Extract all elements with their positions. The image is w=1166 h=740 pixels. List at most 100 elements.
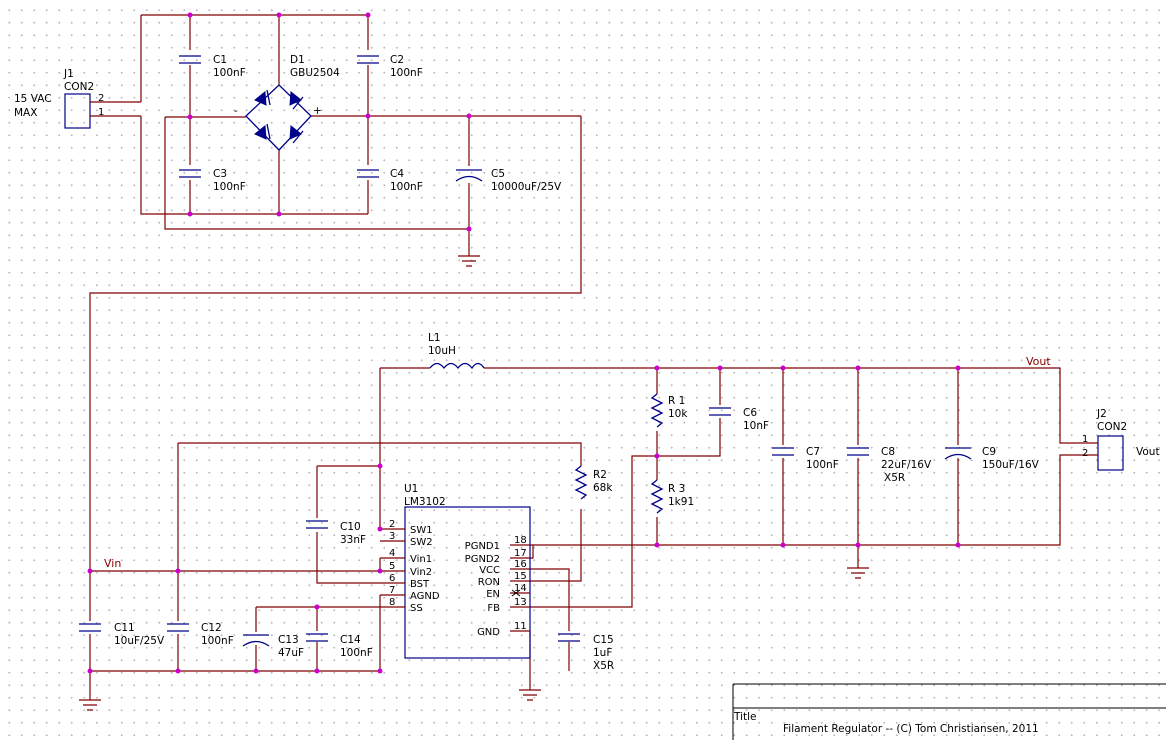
c1-value: 100nF xyxy=(213,67,246,79)
j2-pin2: 2 xyxy=(1082,448,1088,459)
r3-ref: R 3 xyxy=(668,483,685,495)
l1-ref: L1 xyxy=(428,332,441,344)
connector-j2 xyxy=(1097,435,1124,471)
j1-ref: J1 xyxy=(63,68,74,80)
c6-ref: C6 xyxy=(743,407,757,419)
u1-pin-name: BST xyxy=(410,579,430,590)
j2-pin1: 1 xyxy=(1082,434,1088,445)
d1-minus: - xyxy=(234,105,238,117)
c8-value: 22uF/16V xyxy=(881,459,932,471)
u1-pin-name: VCC xyxy=(479,565,500,576)
c8-note: X5R xyxy=(884,472,905,484)
ac-input-label-2: MAX xyxy=(14,107,37,119)
title-block xyxy=(732,683,1166,740)
l1-value: 10uH xyxy=(428,345,456,357)
junction-dots xyxy=(87,12,961,674)
u1-pin-number: 18 xyxy=(514,535,527,546)
r3-value: 1k91 xyxy=(668,496,694,508)
u1-pin-number: 16 xyxy=(514,559,527,570)
u1-pin-number: 3 xyxy=(389,531,395,542)
c2-ref: C2 xyxy=(390,54,404,66)
c1-ref: C1 xyxy=(213,54,227,66)
polarized-capacitors xyxy=(242,169,972,647)
c15-ref: C15 xyxy=(593,634,614,646)
u1-pin-name: SW1 xyxy=(410,525,433,536)
c14-ref: C14 xyxy=(340,634,361,646)
u1-pin-number: 4 xyxy=(389,548,395,559)
r2-value: 68k xyxy=(593,482,613,494)
u1-pin-name: Vin1 xyxy=(410,554,432,565)
c2-value: 100nF xyxy=(390,67,423,79)
net-vout: Vout xyxy=(1026,355,1051,368)
r1-value: 10k xyxy=(668,408,688,420)
u1-pin-number: 15 xyxy=(514,571,527,582)
j2-vout-label: Vout xyxy=(1136,446,1160,458)
c8-ref: C8 xyxy=(881,446,895,458)
bridge-rectifier-d1 xyxy=(245,84,312,151)
labels: 15 VAC MAX J1 CON2 2 1 C1 100nF D1 GBU25… xyxy=(14,54,1160,735)
c13-value: 47uF xyxy=(278,647,304,659)
c3-ref: C3 xyxy=(213,168,227,180)
u1-pin-name: AGND xyxy=(410,591,440,602)
j1-value: CON2 xyxy=(64,81,94,93)
c10-value: 33nF xyxy=(340,534,366,546)
r1-ref: R 1 xyxy=(668,395,685,407)
u1-ref: U1 xyxy=(404,483,418,495)
c9-ref: C9 xyxy=(982,446,996,458)
c11-value: 10uF/25V xyxy=(114,635,165,647)
j1-pin2: 2 xyxy=(98,93,104,104)
u1-pin-number: 5 xyxy=(389,561,395,572)
u1-pin-name: RON xyxy=(478,577,500,588)
title-label: Title xyxy=(733,711,757,723)
u1-pin-name: Vin2 xyxy=(410,567,432,578)
c13-ref: C13 xyxy=(278,634,299,646)
c7-ref: C7 xyxy=(806,446,820,458)
wires xyxy=(89,14,1080,700)
u1-pin-number: 6 xyxy=(389,573,395,584)
c12-ref: C12 xyxy=(201,622,222,634)
capacitors xyxy=(79,55,869,642)
c10-ref: C10 xyxy=(340,521,361,533)
inductor-l1 xyxy=(429,362,485,370)
ic-u1-pins: 2SW13SW24Vin15Vin26BST7AGND8SS18PGND117P… xyxy=(389,519,527,638)
c4-value: 100nF xyxy=(390,181,423,193)
c3-value: 100nF xyxy=(213,181,246,193)
u1-pin-name: SS xyxy=(410,603,423,614)
title-text: Filament Regulator -- (C) Tom Christians… xyxy=(783,723,1039,735)
d1-ref: D1 xyxy=(290,54,305,66)
u1-pin-number: 14 xyxy=(514,583,527,594)
u1-pin-name: PGND2 xyxy=(465,554,500,565)
u1-pin-number: 2 xyxy=(389,519,395,530)
c15-value: 1uF xyxy=(593,647,612,659)
resistors xyxy=(574,393,664,514)
u1-pin-name: EN xyxy=(486,589,500,600)
c9-value: 150uF/16V xyxy=(982,459,1040,471)
u1-pin-number: 11 xyxy=(514,621,527,632)
ac-input-label: 15 VAC xyxy=(14,93,52,105)
c14-value: 100nF xyxy=(340,647,373,659)
j1-pin1: 1 xyxy=(98,107,104,118)
d1-value: GBU2504 xyxy=(290,67,340,79)
c15-note: X5R xyxy=(593,660,614,672)
c5-value: 10000uF/25V xyxy=(491,181,562,193)
u1-pin-number: 13 xyxy=(514,597,527,608)
j2-value: CON2 xyxy=(1097,421,1127,433)
u1-pin-name: GND xyxy=(477,627,500,638)
u1-pin-number: 7 xyxy=(389,585,395,596)
c4-ref: C4 xyxy=(390,168,404,180)
j2-ref: J2 xyxy=(1096,408,1107,420)
u1-pin-name: FB xyxy=(487,603,500,614)
u1-pin-name: PGND1 xyxy=(465,541,500,552)
u1-pin-number: 17 xyxy=(514,548,527,559)
c6-value: 10nF xyxy=(743,420,769,432)
u1-pin-number: 8 xyxy=(389,597,395,608)
d1-plus: + xyxy=(313,105,322,117)
c11-ref: C11 xyxy=(114,622,135,634)
connector-j1 xyxy=(64,93,91,129)
r2-ref: R2 xyxy=(593,469,607,481)
u1-value: LM3102 xyxy=(404,496,446,508)
net-vin: Vin xyxy=(104,557,121,570)
c5-ref: C5 xyxy=(491,168,505,180)
